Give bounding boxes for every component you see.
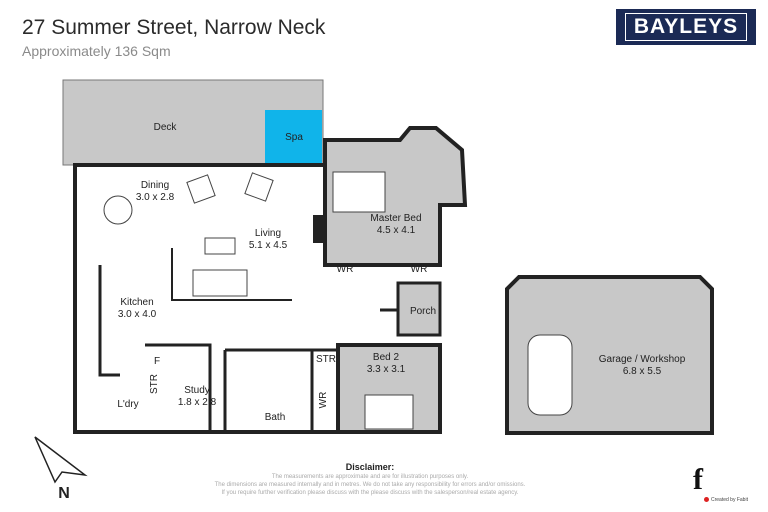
room-label: Kitchen [120,297,153,308]
disclaimer-line: The measurements are approximate and are… [271,474,469,480]
room-size: 4.5 x 4.1 [377,225,416,236]
logo-text: BAYLEYS [624,13,748,41]
room-label: F [154,356,160,367]
disclaimer-heading: Disclaimer: [345,462,395,472]
car [527,334,573,416]
fabit-dot [704,497,709,502]
fireplace [313,215,325,243]
disclaimer: Disclaimer: The measurements are approxi… [200,462,540,497]
room-label: Bath [265,412,286,423]
room-label: L'dry [117,399,138,410]
room-label: Porch [410,306,436,317]
room-size: 1.8 x 2.8 [178,397,217,408]
inner-wall [171,248,292,301]
bed [364,394,414,430]
spa [265,110,322,163]
disclaimer-line: The dimensions are measured internally a… [214,482,526,488]
room-size: 3.0 x 2.8 [136,192,175,203]
room-label: Deck [154,122,178,133]
armchair [244,172,274,202]
dining-table [103,195,133,225]
compass-label: N [58,485,70,502]
room-label: WR [411,264,428,275]
inner-wall [145,343,212,432]
sofa [192,269,248,297]
room-label: WR [337,264,354,275]
room-size: 3.0 x 4.0 [118,309,157,320]
disclaimer-line: If you require further verification plea… [221,490,519,496]
bed [332,171,386,213]
fabit-logo: f [693,463,703,496]
room-label: STR [149,374,160,394]
bayleys-logo: BAYLEYS [616,9,756,45]
room-label: Bed 2 [373,352,400,363]
armchair [186,174,216,204]
room-label: Living [255,228,281,239]
main-walls [73,163,440,434]
room-label: Spa [285,132,303,143]
north-arrow-icon [34,436,88,484]
room-size: 3.3 x 3.1 [367,364,406,375]
coffee-table [204,237,236,255]
master-bed-area [323,126,468,267]
room-size: 5.1 x 4.5 [249,240,288,251]
property-area: Approximately 136 Sqm [22,43,171,59]
room-label: WR [318,392,329,409]
room-label: STR [316,354,336,365]
room-label: Garage / Workshop [599,354,686,365]
porch-area [396,281,442,337]
room-label: Study [184,385,210,396]
property-address: 27 Summer Street, Narrow Neck [22,16,326,39]
room-label: Master Bed [370,213,421,224]
credit-text: Created by Fabit [711,497,748,503]
inner-wall [380,308,400,335]
room-label: Dining [141,180,169,191]
inner-wall [98,265,120,377]
room-size: 6.8 x 5.5 [623,366,662,377]
